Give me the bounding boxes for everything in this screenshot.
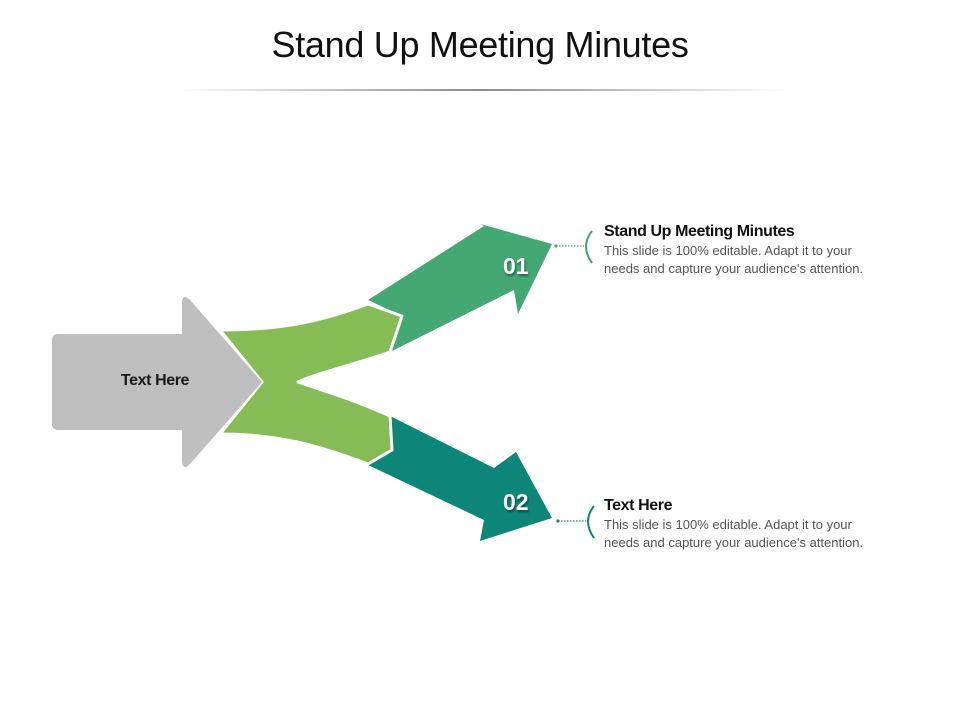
split-connector-shape	[218, 302, 404, 466]
callout-connector-02	[556, 505, 595, 539]
callout-connector-01	[554, 230, 593, 264]
source-arrow-label: Text Here	[120, 372, 190, 389]
callout-body-line: This slide is 100% editable. Adapt it to…	[604, 517, 852, 532]
arrow-02-shape	[368, 416, 552, 541]
callout-body-line: This slide is 100% editable. Adapt it to…	[604, 243, 852, 258]
callout-heading: Stand Up Meeting Minutes	[604, 223, 795, 240]
arrow-01-shape	[368, 224, 552, 352]
callout-body-line: needs and capture your audience's attent…	[604, 535, 864, 550]
callout-heading: Text Here	[604, 497, 673, 514]
source-arrow-shape	[52, 296, 262, 468]
branch-number-01: 01	[503, 253, 529, 279]
callout-item-01: Stand Up Meeting Minutes This slide is 1…	[604, 222, 924, 278]
slide-title: Stand Up Meeting Minutes	[271, 24, 689, 65]
title-divider	[175, 89, 785, 91]
callout-body-line: needs and capture your audience's attent…	[604, 261, 864, 276]
callout-item-02: Text Here This slide is 100% editable. A…	[604, 496, 924, 552]
branch-number-02: 02	[503, 489, 529, 515]
